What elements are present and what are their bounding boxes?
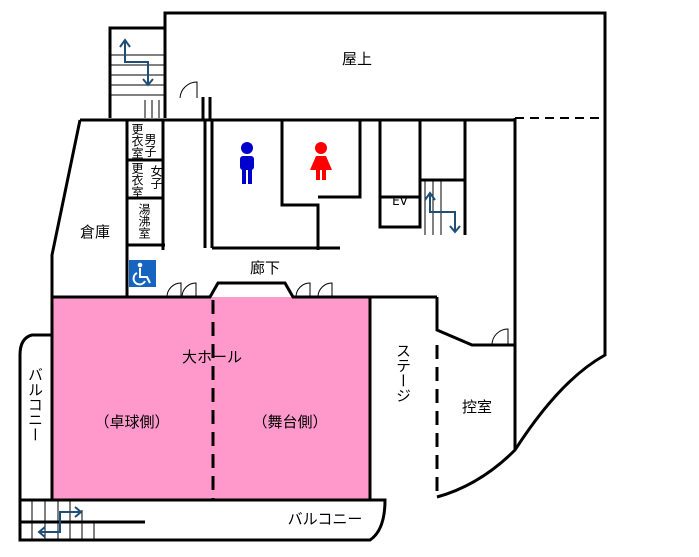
mens-locker-label: 男子 bbox=[143, 133, 157, 157]
storage-wall bbox=[50, 119, 82, 297]
balcony-bottom-label: バルコニー bbox=[288, 510, 363, 528]
rooftop-label: 屋上 bbox=[342, 50, 372, 68]
hall-top-wall bbox=[52, 281, 437, 299]
table-tennis-side-label: （卓球側） bbox=[94, 413, 169, 431]
main-hall-area[interactable] bbox=[52, 297, 370, 500]
door-icon bbox=[166, 282, 333, 298]
stair-treads bbox=[110, 54, 165, 118]
mens-locker-label-2: 更衣室 bbox=[130, 123, 144, 159]
wheelchair-accessible-icon bbox=[129, 260, 156, 287]
stair-treads bbox=[31, 500, 95, 540]
womens-locker-label: 女子 bbox=[149, 164, 163, 189]
balcony-left-wall bbox=[18, 333, 387, 542]
door-icon bbox=[179, 81, 198, 99]
balcony-left-label: バルコニー bbox=[26, 367, 44, 442]
hall-walls bbox=[50, 297, 372, 502]
kitchenette-label: 湯沸室 bbox=[137, 203, 151, 239]
stage-label: ステージ bbox=[394, 343, 412, 403]
main-hall-label: 大ホール bbox=[182, 348, 242, 366]
stage-side-label: （舞台側） bbox=[252, 413, 327, 431]
locker-walls bbox=[125, 120, 165, 297]
stair-top bbox=[108, 26, 165, 118]
stair-arrow-icon bbox=[119, 38, 154, 87]
ev-walls bbox=[378, 120, 467, 235]
stair-treads bbox=[424, 180, 442, 235]
corridor-label: 廊下 bbox=[250, 259, 280, 277]
stair-arrow-icon bbox=[37, 506, 83, 538]
stair-arrow-icon bbox=[424, 191, 461, 234]
storage-label: 倉庫 bbox=[80, 223, 110, 241]
womens-locker-label-2: 更衣室 bbox=[130, 162, 144, 198]
female-restroom-icon bbox=[310, 142, 332, 180]
male-restroom-icon bbox=[240, 142, 254, 184]
stage-walls bbox=[435, 297, 515, 347]
waiting-room-label: 控室 bbox=[462, 398, 492, 416]
elevator-label: EV bbox=[392, 194, 409, 208]
door-icon bbox=[491, 328, 509, 346]
restroom-walls bbox=[203, 120, 362, 250]
rooftop-wall bbox=[163, 11, 607, 499]
